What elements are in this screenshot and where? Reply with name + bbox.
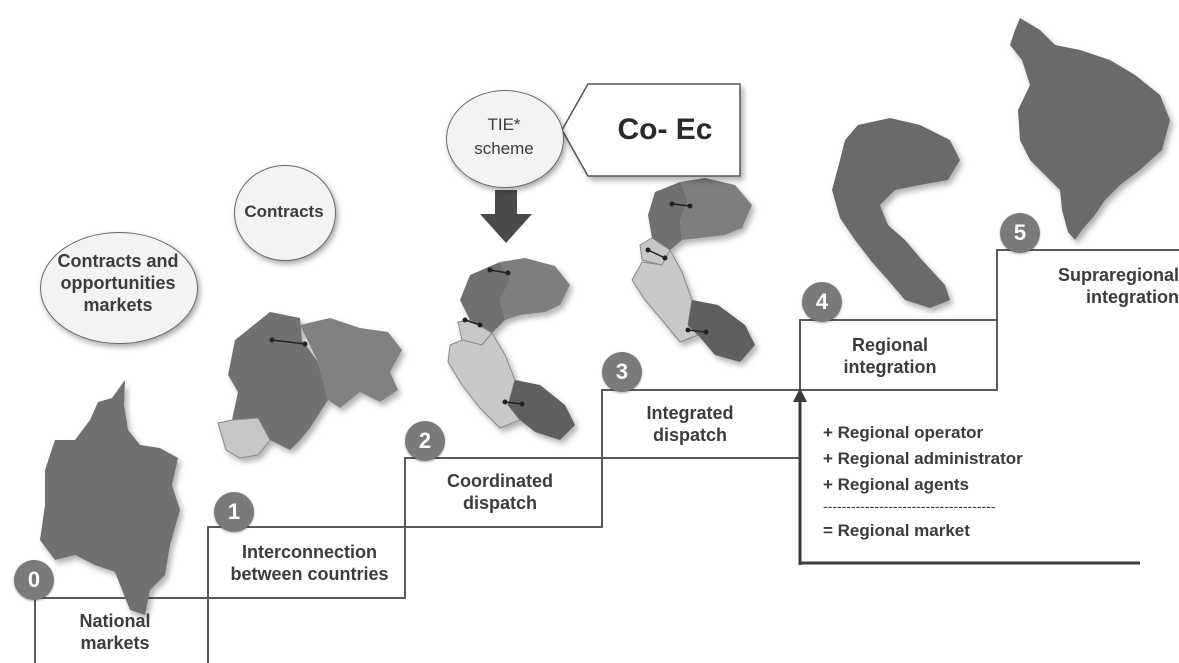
- step-badge-5: 5: [1000, 213, 1040, 253]
- step-label-3-line-1: Integrated: [646, 403, 734, 423]
- country-map-stage-5: [1010, 18, 1170, 240]
- regional-administrator-item: + Regional administrator: [823, 449, 1023, 468]
- national-bubble-text: Contracts and opportunities markets: [40, 250, 196, 316]
- tie-bubble-line-2: scheme: [474, 139, 534, 158]
- step-label-0-line-1: National: [79, 611, 151, 631]
- tie-bubble-line-1: TIE*: [487, 115, 521, 134]
- regional-operator-item: + Regional operator: [823, 423, 984, 442]
- step-label-4-line-1: Regional: [851, 335, 928, 355]
- country-map-colombia: [40, 380, 180, 615]
- step-label-4: Regional integration: [820, 334, 960, 378]
- regional-market-list: + Regional operator + Regional administr…: [823, 422, 1103, 542]
- step-badge-2: 2: [405, 421, 445, 461]
- tie-arrow-head: [480, 214, 532, 243]
- coec-callout-box: [561, 83, 741, 177]
- regional-market-result: = Regional market: [823, 521, 970, 540]
- regional-agents-item: + Regional agents: [823, 475, 969, 494]
- coec-label: Co- Ec: [617, 113, 713, 146]
- step-label-1: Interconnection between countries: [212, 541, 407, 585]
- national-bubble-line-3: markets: [83, 295, 153, 315]
- regional-bracket-arrow: [793, 388, 807, 402]
- step-badge-1: 1: [214, 492, 254, 532]
- regional-divider: -------------------------------------: [823, 498, 996, 514]
- country-map-stage-2: [447, 258, 575, 440]
- national-markets-bubble: [40, 232, 198, 344]
- contracts-bubble: [234, 165, 336, 261]
- step-label-0: National markets: [60, 610, 170, 654]
- step-label-5: Supraregional integration: [1025, 264, 1179, 308]
- country-map-stage-3: [631, 178, 755, 362]
- step-label-0-line-2: markets: [80, 633, 150, 653]
- tie-arrow-shaft: [495, 190, 517, 216]
- country-map-stage-1: [217, 312, 402, 459]
- step-badge-3: 3: [602, 352, 642, 392]
- step-label-2-line-2: dispatch: [462, 493, 537, 513]
- step-label-3: Integrated dispatch: [625, 402, 755, 446]
- tie-scheme-bubble: [446, 90, 564, 188]
- step-badge-0: 0: [14, 560, 54, 600]
- tie-bubble-text: TIE* scheme: [446, 113, 562, 161]
- step-label-5-line-2: integration: [1086, 287, 1179, 307]
- step-badge-4: 4: [802, 282, 842, 322]
- step-label-5-line-1: Supraregional: [1057, 265, 1179, 285]
- national-bubble-line-1: Contracts and: [57, 251, 179, 271]
- step-label-4-line-2: integration: [843, 357, 937, 377]
- contracts-bubble-text: Contracts: [244, 202, 324, 221]
- step-label-2: Coordinated dispatch: [420, 470, 580, 514]
- staircase-step-5: [996, 249, 1179, 390]
- country-map-stage-4: [832, 118, 960, 308]
- step-label-3-line-2: dispatch: [652, 425, 727, 445]
- step-label-1-line-2: between countries: [230, 564, 389, 584]
- step-label-2-line-1: Coordinated: [447, 471, 553, 491]
- step-label-1-line-1: Interconnection: [241, 542, 377, 562]
- national-bubble-line-2: opportunities: [60, 273, 176, 293]
